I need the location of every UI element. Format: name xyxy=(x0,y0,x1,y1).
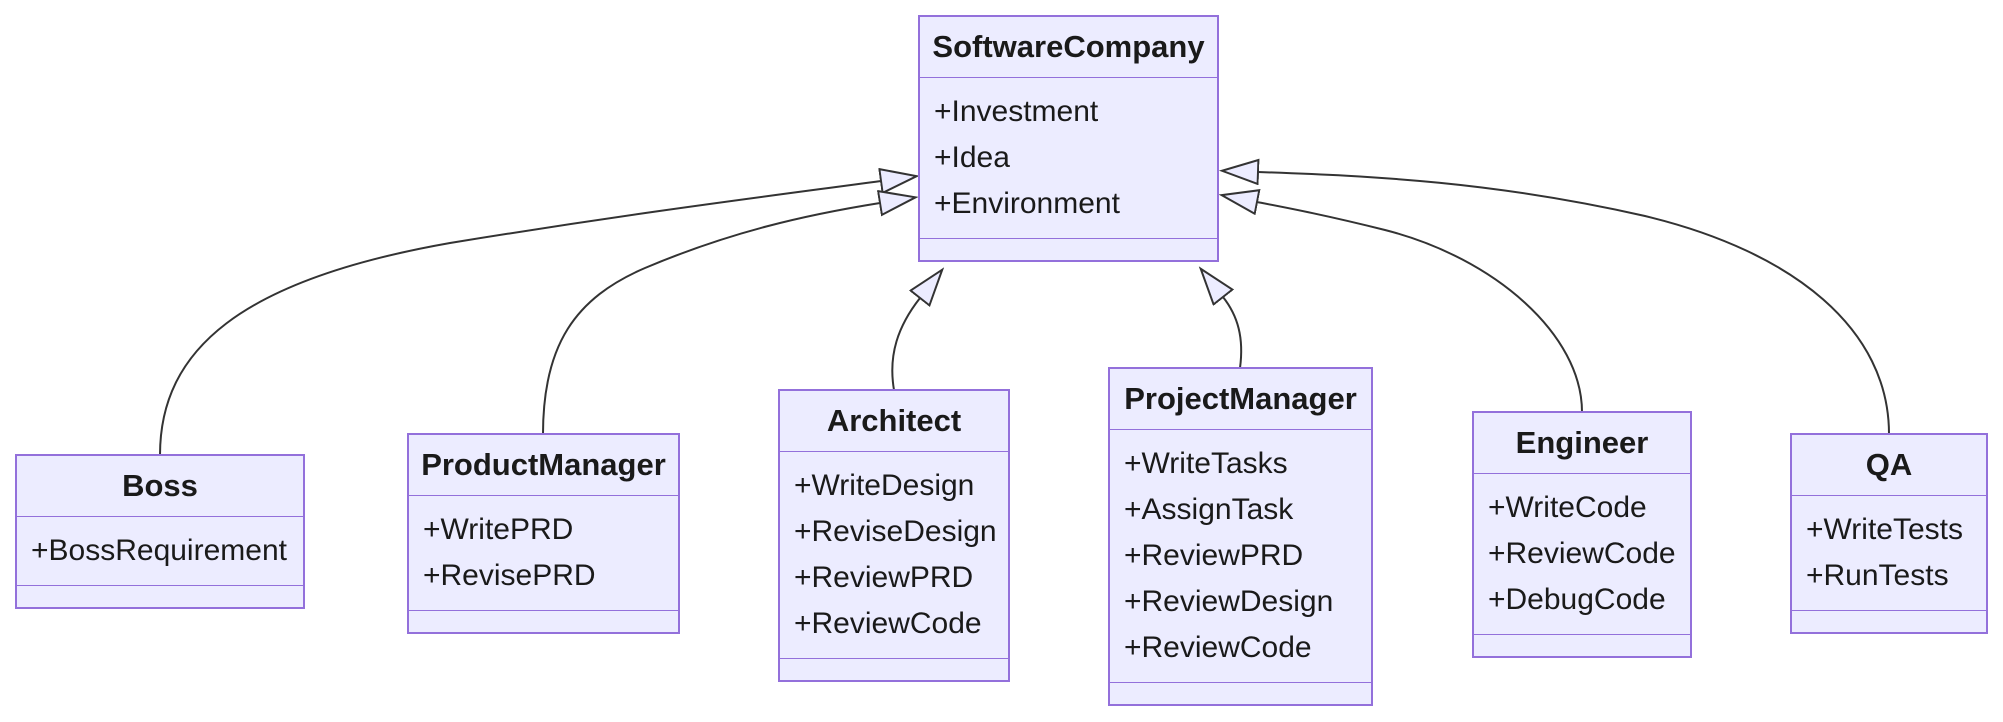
class-box-softwarecompany: SoftwareCompany +Investment +Idea +Environ… xyxy=(918,15,1219,262)
edge-engineer-to-softwarecompany xyxy=(1257,202,1583,413)
class-title: ProjectManager xyxy=(1110,369,1371,430)
class-box-productmanager: ProductManager +WritePRD +RevisePRD xyxy=(407,433,680,634)
class-member: +Environment xyxy=(934,187,1120,220)
class-title: SoftwareCompany xyxy=(920,17,1217,78)
class-member: +AssignTask xyxy=(1124,493,1294,526)
class-member: +Investment xyxy=(934,95,1099,128)
class-box-architect: Architect +WriteDesign +ReviseDesign +Revi… xyxy=(778,389,1010,682)
class-members: +WriteTasks +AssignTask +ReviewPRD +ReviewD… xyxy=(1110,430,1371,683)
class-box-engineer: Engineer +WriteCode +ReviewCode +DebugCode xyxy=(1472,411,1692,658)
class-box-projectmanager: ProjectManager +WriteTasks +AssignTask +Re… xyxy=(1108,367,1373,706)
class-member: +WriteCode xyxy=(1488,491,1647,524)
class-methods-empty xyxy=(780,659,1008,680)
edge-qa-to-softwarecompany xyxy=(1258,172,1890,435)
class-members: +WritePRD +RevisePRD xyxy=(409,496,678,611)
class-member: +ReviewDesign xyxy=(1124,585,1334,618)
class-member: +WriteTests xyxy=(1806,513,1963,546)
class-member: +Idea xyxy=(934,141,1010,174)
class-methods-empty xyxy=(1474,635,1690,656)
class-member: +WriteDesign xyxy=(794,469,975,502)
class-member: +BossRequirement xyxy=(31,534,287,567)
edge-projectmanager-to-softwarecompany xyxy=(1223,297,1243,369)
class-members: +WriteCode +ReviewCode +DebugCode xyxy=(1474,474,1690,635)
class-title: Boss xyxy=(17,456,303,517)
class-title: Engineer xyxy=(1474,413,1690,474)
edge-productmanager-to-softwarecompany xyxy=(542,203,880,435)
class-members: +Investment +Idea +Environment xyxy=(920,78,1217,239)
class-methods-empty xyxy=(17,586,303,607)
class-member: +DebugCode xyxy=(1488,583,1666,616)
class-member: +ReviewCode xyxy=(1488,537,1676,570)
class-box-boss: Boss +BossRequirement xyxy=(15,454,305,609)
class-methods-empty xyxy=(1792,611,1986,632)
class-title: ProductManager xyxy=(409,435,678,496)
class-member: +RunTests xyxy=(1806,559,1949,592)
class-member: +RevisePRD xyxy=(423,559,596,592)
class-members: +WriteDesign +ReviseDesign +ReviewPRD +Revi… xyxy=(780,452,1008,659)
class-member: +ReviewPRD xyxy=(1124,539,1304,572)
edge-architect-to-softwarecompany xyxy=(891,298,920,391)
class-member: +ReviewCode xyxy=(1124,631,1312,664)
class-methods-empty xyxy=(920,239,1217,260)
class-members: +WriteTests +RunTests xyxy=(1792,496,1986,611)
class-title: Architect xyxy=(780,391,1008,452)
class-title: QA xyxy=(1792,435,1986,496)
edge-boss-to-softwarecompany xyxy=(159,181,881,456)
class-member: +WriteTasks xyxy=(1124,447,1288,480)
class-member: +ReviewPRD xyxy=(794,561,974,594)
class-member: +ReviewCode xyxy=(794,607,982,640)
class-members: +BossRequirement xyxy=(17,517,303,586)
class-box-qa: QA +WriteTests +RunTests xyxy=(1790,433,1988,634)
class-methods-empty xyxy=(1110,683,1371,704)
class-member: +ReviseDesign xyxy=(794,515,997,548)
class-methods-empty xyxy=(409,611,678,632)
class-member: +WritePRD xyxy=(423,513,574,546)
